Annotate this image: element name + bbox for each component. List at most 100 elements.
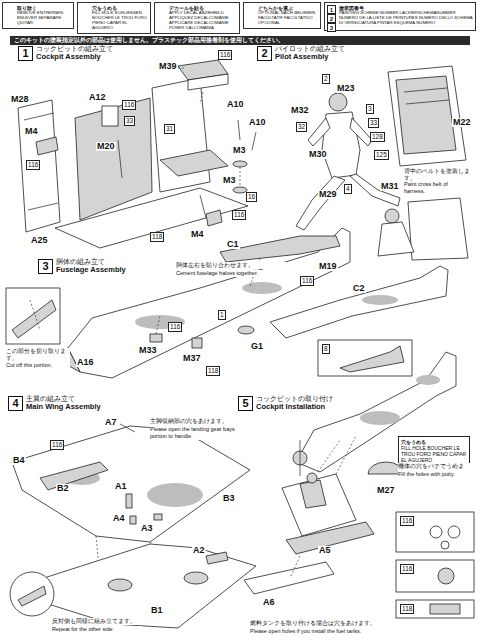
control-stick [200,195,206,218]
part-number: M31 [380,182,400,191]
bulkhead-detail [24,113,58,210]
callout-number: 128 [370,132,385,142]
callout-number: 4 [344,184,352,194]
seat [300,480,326,508]
inset-circle [10,572,54,616]
symbol-translations: OPTIONAL NACH BELIEBEN FACULTATIF FACOLT… [258,11,318,26]
inset-detail [12,300,56,338]
cockpit-parts [18,60,256,248]
part-number: B1 [150,606,164,615]
step-number: 5 [238,396,253,411]
floor-part [286,522,374,554]
inset-box [318,340,412,376]
small-part [130,516,136,524]
step-title-en: Pilot Assembly [275,53,345,62]
installation-parts [244,352,474,618]
small-part [192,338,202,348]
part-number: B3 [222,494,236,503]
step-header: 1コックピットの組み立てCockpit Assembly [18,45,113,62]
panel-inset [396,560,474,592]
callout-number: 33 [124,116,135,126]
note-text: 反対側も同様に組み立てます。 [52,618,142,625]
part-number: M33 [138,346,158,355]
part-number: A25 [30,236,49,245]
step-number: 1 [18,46,33,61]
cut-line [30,300,40,330]
note-text: Paint cross belt of harness. [404,181,470,195]
part-number: M19 [318,262,338,271]
symbol-translations: FILL HOLE SCHLIESSEN BOUCHER LE TROU FOR… [92,11,148,31]
part-number: C1 [226,240,240,249]
step-header: 5コックピットの取り付けCockpit Installation [238,395,333,412]
symbol-translations: PAINTING SCHEME NUMBER LACKIERSCHEMANUMM… [339,11,473,26]
symbol-name: 穴をうめる [401,439,467,445]
decal-mark [430,604,460,614]
step-number: 4 [8,396,23,411]
part-number: M27 [376,486,396,495]
note-text: 背中のベルトを塗装します。 [404,168,470,182]
note-text: Please open the landing gear bays portio… [150,426,246,440]
callout-number: 116 [122,100,136,110]
note-text: この部分を切り取ります。 [6,348,70,362]
step-title-ja: 主翼の組み立て [26,395,101,403]
step-title-ja: コックピットの組み立て [36,45,113,53]
dial [448,526,460,538]
callout-number: 3 [366,104,374,114]
callout-number: 1 [218,310,226,320]
step-number: 2 [257,46,272,61]
part-number: M4 [24,127,39,136]
callout-number: 16 [246,192,257,202]
scheme-number: 3 [328,24,335,32]
scheme-number-box: 2 [327,14,336,23]
callout-number: 116 [26,160,40,170]
gear-bay [108,579,132,591]
part-number: M32 [290,106,310,115]
callout-number: 116 [400,516,414,526]
decal-mark [438,568,454,584]
seated-pilot [378,222,414,256]
part-number: A6 [262,598,276,607]
side-wall [75,98,152,220]
part-number: M3 [222,176,237,185]
scheme-number: 1 [328,6,335,14]
small-part [206,552,228,564]
part-number: A1 [114,482,128,491]
harness [404,88,449,104]
assembly-line [290,556,300,578]
note-text: Cement fuselage halves together. [176,270,286,277]
part-number: M22 [452,118,472,127]
pilot-leg [350,174,400,206]
part-number: M20 [96,142,116,151]
step-header: 4主翼の組み立てMain Wing Assembly [8,395,101,412]
banner-text: このキットの塗装指定以外の部品は使用しません。プラスチック部品用接着剤を使用して… [10,36,470,45]
symbol-key: 穴をうめるFILL HOLE SCHLIESSEN BOUCHER LE TRO… [77,2,151,34]
assembly-line [240,167,241,187]
seat [408,198,468,260]
part-number: C2 [352,284,366,293]
cushion-side [188,74,228,90]
gear-bay [184,572,208,584]
part-number: A4 [112,514,126,523]
note-text: Please open holes if you install the fue… [250,628,396,635]
part-number: A12 [88,93,107,102]
rudder-pedal [233,161,247,167]
note-text: 燃料タンクを取り付ける場合は穴をあけます。 [250,620,396,627]
box-part [102,106,118,126]
callout-number: 32 [296,122,307,132]
symbol-key: どちらかを選ぶOPTIONAL NACH BELIEBEN FACULTATIF… [243,2,321,29]
fuselage-parts [6,228,448,378]
part-number: A10 [248,118,267,127]
part-number: A10 [226,100,245,109]
pilot-head [329,93,347,111]
camouflage [147,483,203,507]
part-number: M39 [158,62,178,71]
part-number: A3 [140,524,154,533]
symbol-translations: APPLY DECAL ABZIEHBILD APPLIQUEZ DECALCO… [169,11,237,31]
fill-hole-box: 穴をうめるFILL HOLE BOUCHER LE TROU FORO PIEN… [398,436,470,466]
callout-number: 31 [164,124,175,134]
step-title-ja: パイロットの組み立て [275,45,345,53]
seat [388,66,466,166]
step-title-en: Main Wing Assembly [26,403,101,412]
part-number: M30 [308,150,328,159]
